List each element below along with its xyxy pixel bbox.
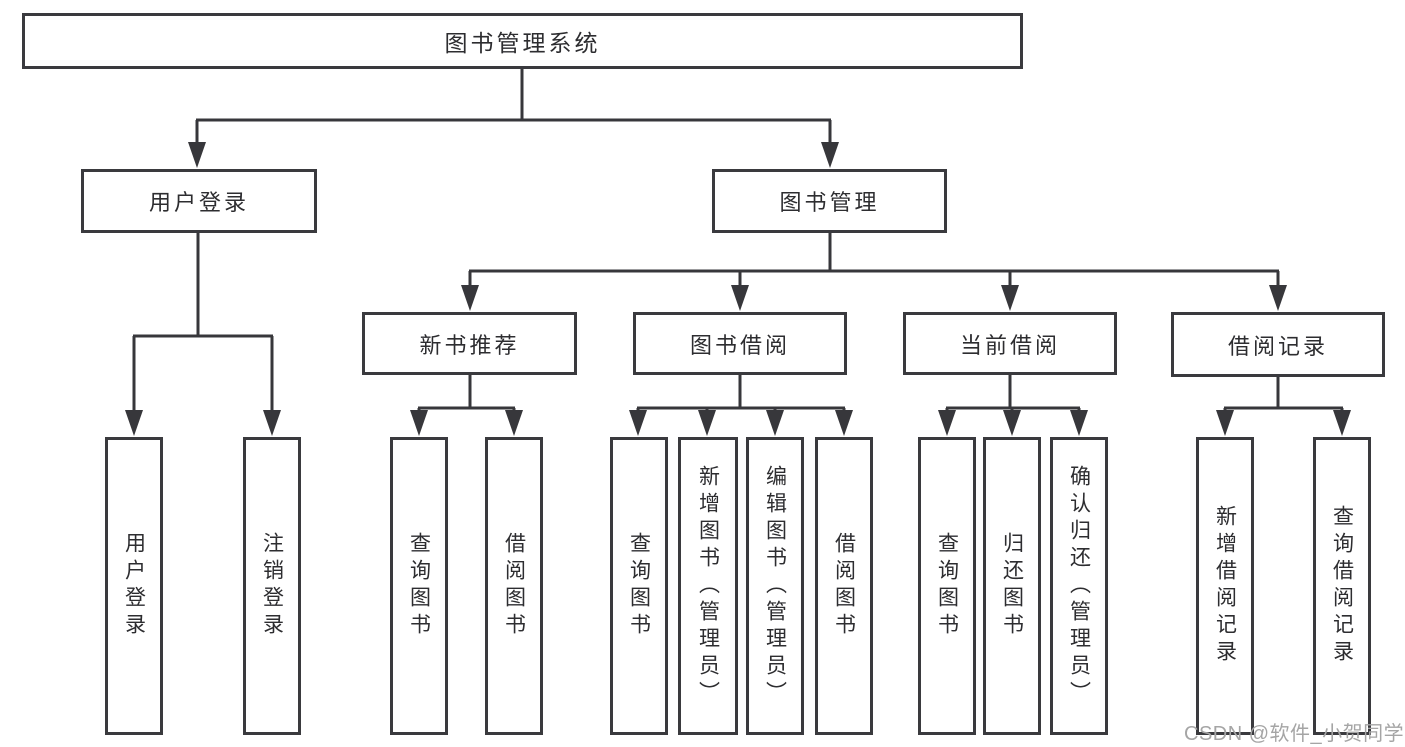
node-label: 借阅图书 (502, 532, 526, 640)
node-label: 用户登录 (122, 532, 146, 640)
node-add-borrow-record: 新增借阅记录 (1196, 437, 1254, 735)
node-label: 注销登录 (260, 532, 284, 640)
node-book-management: 图书管理 (712, 169, 947, 233)
node-label: 图书管理 (779, 190, 880, 215)
node-label: 用户登录 (148, 190, 249, 215)
node-add-books-admin: 新增图书（管理员） (678, 437, 738, 735)
node-logout-leaf: 注销登录 (243, 437, 301, 735)
node-label: 查询图书 (627, 532, 651, 640)
node-borrow-books-recommend: 借阅图书 (485, 437, 543, 735)
node-label: 新书推荐 (419, 332, 520, 358)
node-label: 新增图书（管理员） (696, 464, 720, 708)
node-new-book-recommendation: 新书推荐 (362, 312, 577, 375)
node-user-login-leaf: 用户登录 (105, 437, 163, 735)
node-label: 图书管理系统 (444, 30, 601, 56)
node-label: 编辑图书（管理员） (763, 464, 787, 708)
connector-bookborrow-to-leaves (636, 375, 846, 416)
node-borrow-books-leaf: 借阅图书 (815, 437, 873, 735)
node-query-borrow-record: 查询借阅记录 (1313, 437, 1371, 735)
node-return-books: 归还图书 (983, 437, 1041, 735)
node-label: 确认归还（管理员） (1067, 464, 1091, 708)
node-library-management-system: 图书管理系统 (22, 13, 1023, 69)
connector-root-to-level2 (195, 69, 832, 146)
connector-currentborrow-to-leaves (945, 375, 1081, 416)
connector-records-to-leaves (1223, 377, 1344, 416)
connector-bookmgmt-to-level3 (468, 233, 1280, 292)
node-label: 查询借阅记录 (1330, 505, 1354, 667)
node-label: 归还图书 (1000, 532, 1024, 640)
node-label: 图书借阅 (689, 332, 790, 358)
node-label: 查询图书 (935, 532, 959, 640)
connector-userlogin-to-leaves (132, 233, 274, 414)
node-label: 查询图书 (407, 532, 431, 640)
node-confirm-return-admin: 确认归还（管理员） (1050, 437, 1108, 735)
node-edit-books-admin: 编辑图书（管理员） (746, 437, 804, 735)
node-user-login: 用户登录 (81, 169, 317, 233)
node-current-borrowing: 当前借阅 (903, 312, 1117, 375)
node-label: 借阅图书 (832, 532, 856, 640)
node-label: 当前借阅 (959, 332, 1060, 358)
node-query-books-current: 查询图书 (918, 437, 976, 735)
node-label: 借阅记录 (1227, 333, 1328, 359)
node-query-books-recommend: 查询图书 (390, 437, 448, 735)
node-book-borrowing: 图书借阅 (633, 312, 847, 375)
node-label: 新增借阅记录 (1213, 505, 1237, 667)
watermark: CSDN @软件_小贺同学 (1184, 723, 1405, 745)
node-query-books-borrow: 查询图书 (610, 437, 668, 735)
connector-newbook-to-leaves (417, 375, 516, 416)
node-borrowing-records: 借阅记录 (1171, 312, 1385, 377)
arrowheads (125, 142, 1351, 436)
